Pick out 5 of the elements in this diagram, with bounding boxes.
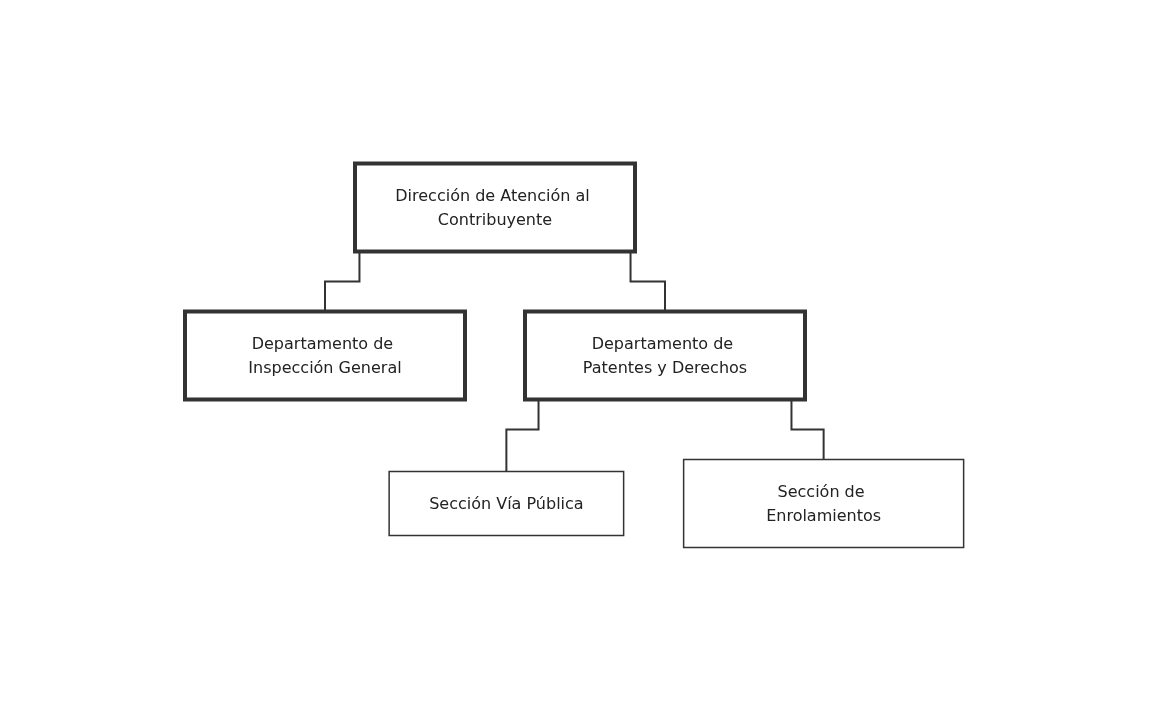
node-box: Sección de Enrolamientos: [683, 458, 965, 549]
node-box: Departamento de Patentes y Derechos: [523, 309, 808, 402]
node-box: Departamento de Inspección General: [183, 309, 468, 402]
node-box: Dirección de Atención al Contribuyente: [353, 161, 638, 254]
node-box: Sección Vía Pública: [388, 470, 625, 537]
